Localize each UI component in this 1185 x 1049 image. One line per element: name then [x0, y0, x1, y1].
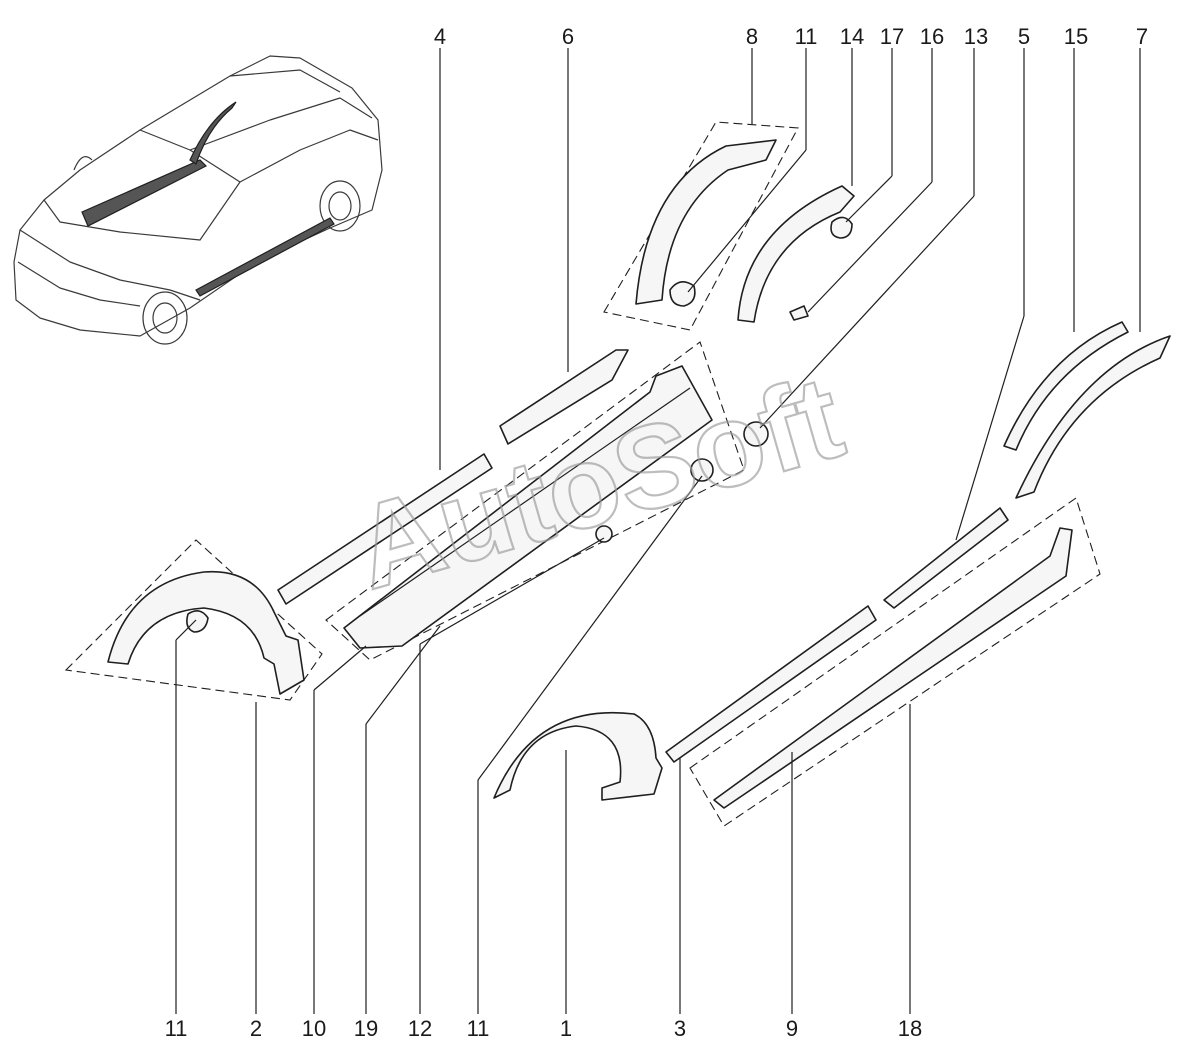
- part-fender-molding-15: [1003, 321, 1129, 451]
- car-overview-illustration: [13, 55, 383, 345]
- callout-16: 16: [920, 24, 944, 49]
- part-lower-molding-9: [713, 527, 1073, 809]
- callout-14: 14: [840, 24, 864, 49]
- callouts-bottom: 11 2 10 19 12 11 1 3 9 18: [165, 1016, 923, 1041]
- callout-11-top: 11: [795, 24, 818, 49]
- part-door-molding-rear: [499, 349, 629, 445]
- callout-12: 12: [408, 1016, 432, 1041]
- callout-18: 18: [898, 1016, 922, 1041]
- callout-1: 1: [560, 1016, 572, 1041]
- callout-3: 3: [674, 1016, 686, 1041]
- group-box-wheel-arch-front: [64, 539, 323, 701]
- part-screw-16: [789, 305, 809, 321]
- callout-9: 9: [786, 1016, 798, 1041]
- part-clip-13: [743, 421, 769, 447]
- callout-15: 15: [1064, 24, 1088, 49]
- part-wheel-arch-rear: [493, 711, 663, 801]
- callout-8: 8: [746, 24, 758, 49]
- callout-2: 2: [250, 1016, 262, 1041]
- group-box-sill-trim: [325, 341, 745, 661]
- callout-13: 13: [964, 24, 988, 49]
- callout-11-bottom-right: 11: [467, 1016, 490, 1041]
- callout-5: 5: [1018, 24, 1030, 49]
- callout-19: 19: [354, 1016, 378, 1041]
- leader-lines: [175, 48, 1141, 1014]
- part-rear-arch-extension: [635, 139, 777, 305]
- part-arch-insert: [737, 185, 855, 323]
- callout-11-bottom-left: 11: [165, 1016, 188, 1041]
- callout-4: 4: [434, 24, 446, 49]
- callout-7: 7: [1136, 24, 1148, 49]
- part-wheel-arch-front: [107, 570, 305, 695]
- part-clip-12: [595, 525, 613, 543]
- part-clip-17: [830, 216, 853, 239]
- callouts-top: 4 6 8 11 14 17 16 13 5 15 7: [434, 24, 1148, 49]
- part-sill-molding-3: [665, 605, 877, 763]
- callout-17: 17: [880, 24, 904, 49]
- watermark-text: AutoSoft: [341, 351, 856, 615]
- part-sill-molding-5: [883, 507, 1009, 609]
- part-clip-11-top: [669, 281, 696, 307]
- part-fender-molding-7: [1015, 335, 1171, 499]
- part-door-molding-front: [277, 453, 493, 605]
- callout-6: 6: [562, 24, 574, 49]
- callout-10: 10: [302, 1016, 326, 1041]
- part-clip-11: [690, 458, 714, 482]
- group-box-lower-molding: [689, 497, 1101, 827]
